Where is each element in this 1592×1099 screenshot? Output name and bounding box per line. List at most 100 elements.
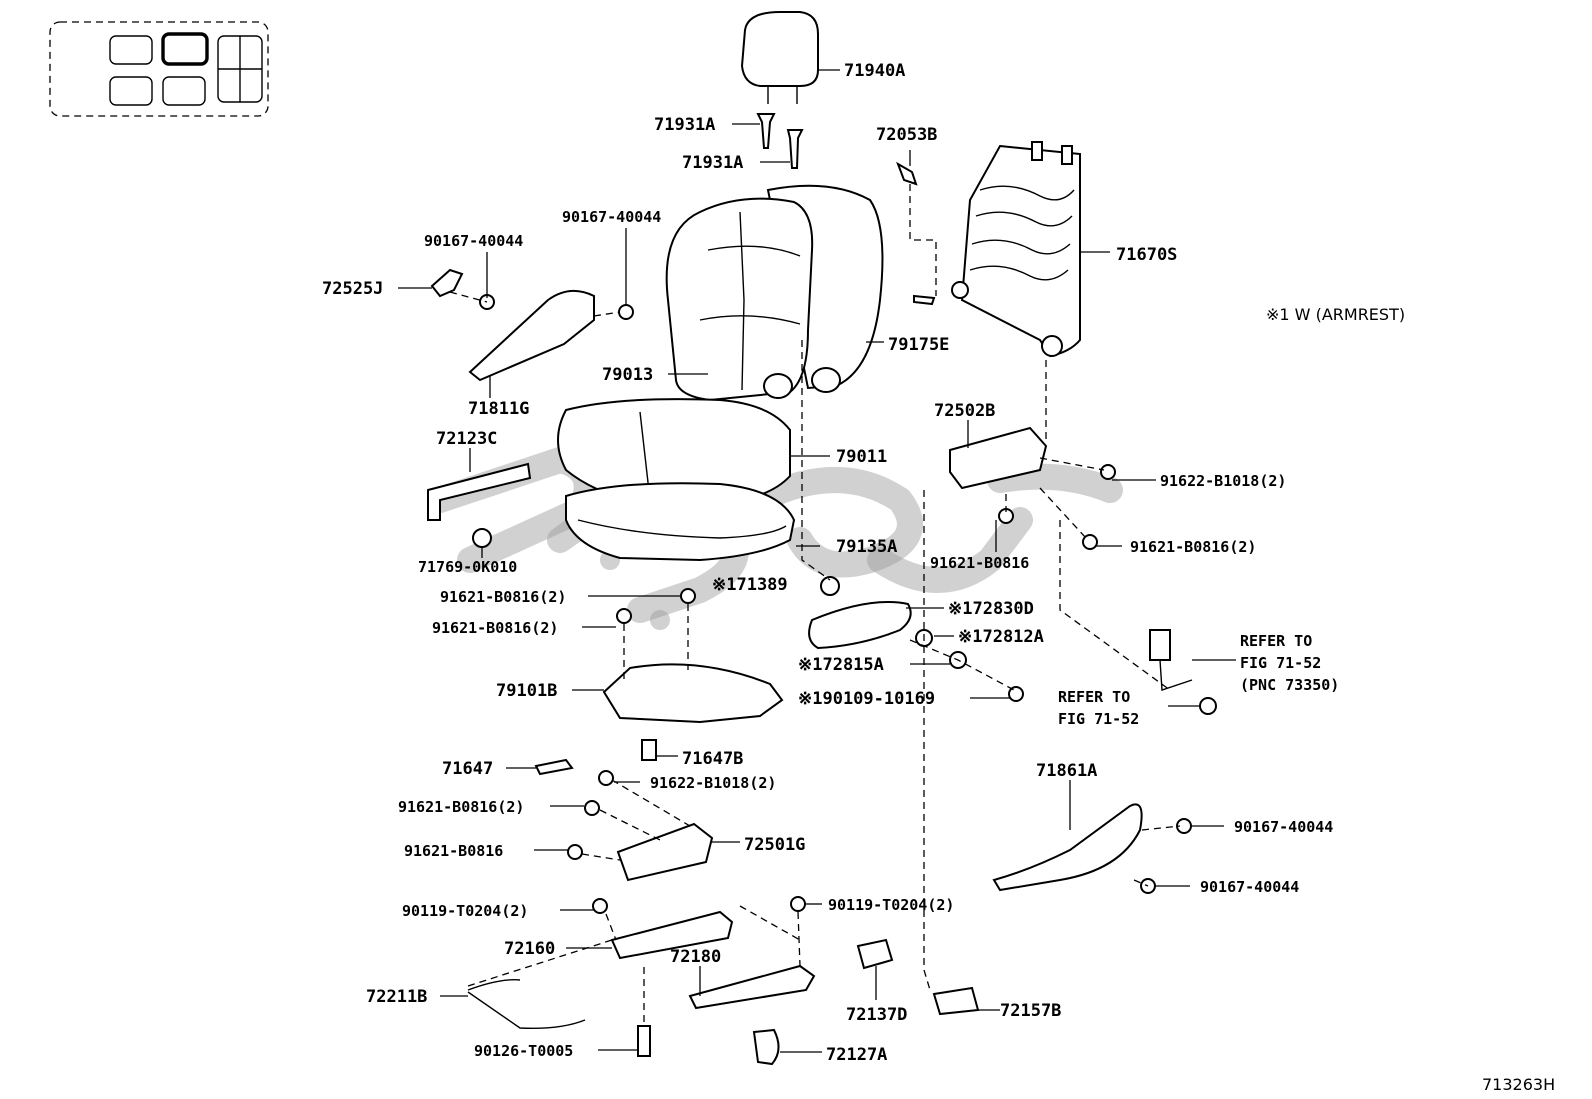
leader-lines [398, 69, 1236, 1053]
refer-line-1: REFER TO [1240, 632, 1312, 650]
cover-72525J-shape [430, 268, 464, 298]
part-label-171389: ※171389 [712, 575, 788, 595]
headrest-guide-shape-2 [786, 129, 804, 169]
bolt-icon [584, 800, 600, 816]
part-label-79101B: 79101B [496, 681, 557, 701]
bolt-icon [1100, 464, 1116, 480]
part-label-172815A: ※172815A [798, 655, 884, 675]
part-label-90167-40044: 90167-40044 [1200, 878, 1299, 896]
recliner-rod-shape [913, 294, 936, 306]
cover-72127A-shape [752, 1028, 780, 1066]
part-label-90167-40044: 90167-40044 [562, 208, 661, 226]
part-label-72137D: 72137D [846, 1005, 907, 1025]
headrest-shape [740, 11, 819, 104]
buckle-icon [1149, 629, 1171, 661]
part-label-90167-40044: 90167-40044 [1234, 818, 1333, 836]
part-label-71647: 71647 [442, 759, 493, 779]
part-label-172812A: ※172812A [958, 627, 1044, 647]
headrest-guide-shape-1 [756, 113, 776, 149]
part-label-72501G: 72501G [744, 835, 805, 855]
part-label-79175E: 79175E [888, 335, 949, 355]
part-label-72502B: 72502B [934, 401, 995, 421]
spring-72053B [896, 161, 918, 186]
seat-position-key [49, 21, 269, 117]
bolt-icon [616, 608, 632, 624]
bracket-72501G-shape [616, 822, 714, 882]
part-label-91621-b0816: 91621-B0816(2) [1130, 538, 1256, 556]
part-label-91621-b0816: 91621-B0816(2) [398, 798, 524, 816]
bolt-icon [592, 898, 608, 914]
part-label-72053B: 72053B [876, 125, 937, 145]
part-label-72157B: 72157B [1000, 1001, 1061, 1021]
nut-icon [1199, 697, 1217, 715]
part-label-90167-40044: 90167-40044 [424, 232, 523, 250]
part-label-91621-b0816: 91621-B0816(2) [440, 588, 566, 606]
refer-line-3: (PNC 73350) [1240, 676, 1339, 694]
part-label-71931A: 71931A [682, 153, 743, 173]
hinge-72502B-shape [949, 426, 1048, 490]
seat-key-cell-front-right-highlighted [161, 32, 209, 66]
tag-71647B-icon [641, 739, 657, 761]
part-label-91621-b0816: 91621-B0816(2) [432, 619, 558, 637]
seat-key-cell-mid-left [109, 76, 153, 106]
seat-back-assembly [665, 184, 884, 402]
bolt-icon [1082, 534, 1098, 550]
pad-71647-shape [534, 758, 574, 776]
pin-90126-icon [637, 1025, 651, 1057]
bolt-icon [598, 770, 614, 786]
part-label-71861A: 71861A [1036, 761, 1097, 781]
adjuster-72160-shape [610, 910, 734, 960]
cover-72137D-shape [856, 938, 894, 970]
part-label-90119-t0204: 90119-T0204(2) [828, 896, 954, 914]
seat-key-cell-mid-right [162, 76, 206, 106]
seat-key-cell-front-left [109, 35, 153, 65]
part-label-90126-t0005: 90126-T0005 [474, 1042, 573, 1060]
armrest-footnote: ※1 W (ARMREST) [1266, 305, 1405, 324]
part-label-71647B: 71647B [682, 749, 743, 769]
part-label-72525J: 72525J [322, 279, 383, 299]
cover-72123C-shape [427, 462, 532, 521]
bolt-icon [790, 896, 806, 912]
part-label-71769-0k010: 71769-0K010 [418, 558, 517, 576]
shield-71811G-shape [468, 289, 595, 382]
part-label-91621-b0816: 91621-B0816 [404, 842, 503, 860]
refer-line-1: REFER TO [1058, 688, 1130, 706]
part-label-72180: 72180 [670, 947, 721, 967]
part-number-labels: 71940A 71931A 71931A 72053B 71670S 90167… [322, 61, 1333, 1065]
refer-line-2: FIG 71-52 [1240, 654, 1321, 672]
part-label-71931A: 71931A [654, 115, 715, 135]
adjuster-72180-shape [688, 964, 816, 1010]
seat-back-frame [951, 141, 1081, 358]
washer-171389-icon [820, 576, 840, 596]
armrest-72830D-shape [808, 601, 912, 650]
refer-line-2: FIG 71-52 [1058, 710, 1139, 728]
part-label-172830D: ※172830D [948, 599, 1034, 619]
bolt-icon [567, 844, 583, 860]
bolt-icon [680, 588, 696, 604]
part-label-91622-b1018: 91622-B1018(2) [1160, 472, 1286, 490]
screw-icon [618, 304, 634, 320]
part-label-72160: 72160 [504, 939, 555, 959]
drawing-id: 713263H [1482, 1075, 1555, 1094]
part-label-79011: 79011 [836, 447, 887, 467]
clip-71769-icon [472, 528, 492, 548]
cover-72157B-shape [932, 986, 980, 1016]
part-label-91622-b1018: 91622-B1018(2) [650, 774, 776, 792]
part-label-72127A: 72127A [826, 1045, 887, 1065]
part-label-79013: 79013 [602, 365, 653, 385]
part-label-190109-10169: ※190109-10169 [798, 689, 935, 709]
pan-79101B-shape [602, 663, 784, 724]
refer-note-nut: REFER TO FIG 71-52 [1058, 688, 1139, 728]
part-label-71811G: 71811G [468, 399, 529, 419]
part-label-72211B: 72211B [366, 987, 427, 1007]
part-label-72123C: 72123C [436, 429, 497, 449]
shield-71861A-shape [992, 803, 1143, 892]
part-label-79135A: 79135A [836, 537, 897, 557]
seat-cushion-assembly [557, 398, 796, 562]
part-label-90119-t0204: 90119-T0204(2) [402, 902, 528, 920]
bolt-icon [1008, 686, 1024, 702]
part-label-71940A: 71940A [844, 61, 905, 81]
wire-72211B-shape [467, 979, 586, 1029]
